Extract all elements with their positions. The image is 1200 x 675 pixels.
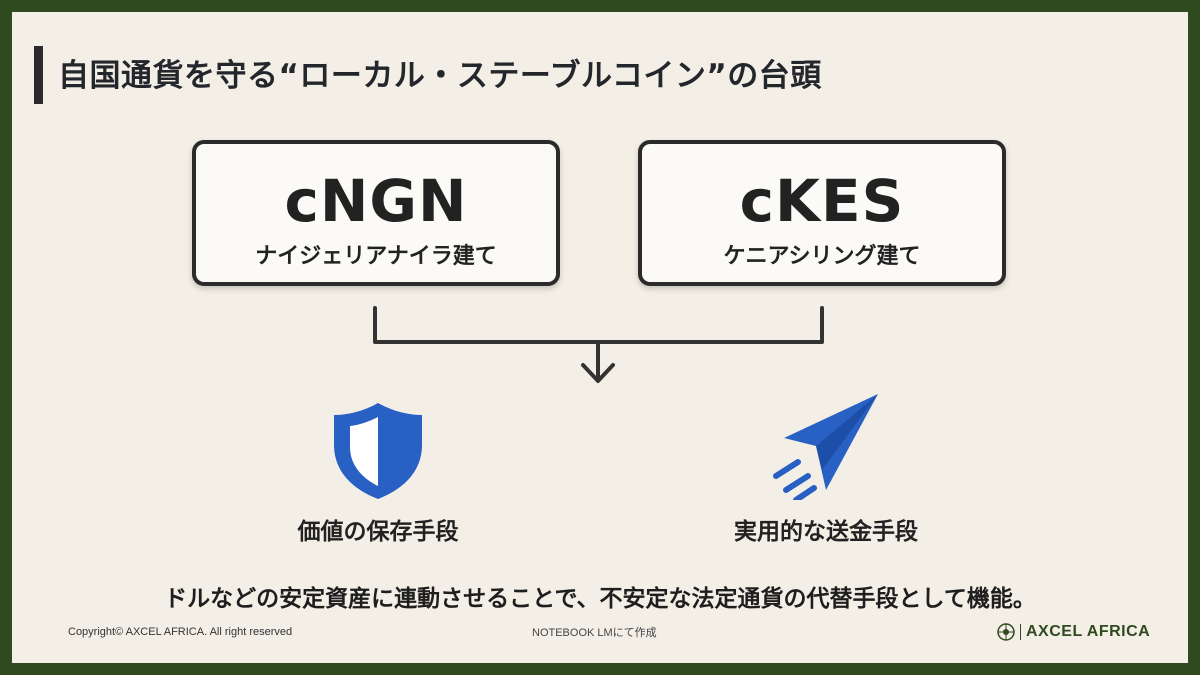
coin-subtitle: ナイジェリアナイラ建て xyxy=(255,244,497,269)
made-with-text: NOTEBOOK LMにて作成 xyxy=(532,627,657,639)
copyright-text: Copyright© AXCEL AFRICA. All right reser… xyxy=(68,626,293,638)
slide-title: 自国通貨を守る“ローカル・ステーブルコイン”の台頭 xyxy=(58,58,822,94)
brand-emblem-icon xyxy=(997,623,1015,641)
shield-icon xyxy=(334,403,422,499)
down-arrow-icon xyxy=(581,363,615,383)
coin-subtitle: ケニアシリング建て xyxy=(723,244,921,269)
merge-connector xyxy=(373,306,824,383)
brand-separator xyxy=(1020,624,1021,640)
coin-box-ckes: cKES ケニアシリング建て xyxy=(638,140,1006,286)
slide: 自国通貨を守る“ローカル・ステーブルコイン”の台頭 cNGN ナイジェリアナイラ… xyxy=(12,12,1188,663)
feature-label-store-of-value: 価値の保存手段 xyxy=(297,519,459,545)
title-accent-bar xyxy=(34,46,43,104)
coin-name: cKES xyxy=(739,167,905,235)
summary-text: ドルなどの安定資産に連動させることで、不安定な法定通貨の代替手段として機能。 xyxy=(164,586,1036,612)
paper-plane-icon xyxy=(773,394,878,500)
brand-logo: AXCEL AFRICA xyxy=(997,621,1150,643)
bracket-line xyxy=(373,306,824,344)
coin-box-cngn: cNGN ナイジェリアナイラ建て xyxy=(192,140,560,286)
coin-name: cNGN xyxy=(284,167,468,235)
brand-name: AXCEL AFRICA xyxy=(1026,623,1151,640)
feature-label-remittance: 実用的な送金手段 xyxy=(734,519,918,545)
